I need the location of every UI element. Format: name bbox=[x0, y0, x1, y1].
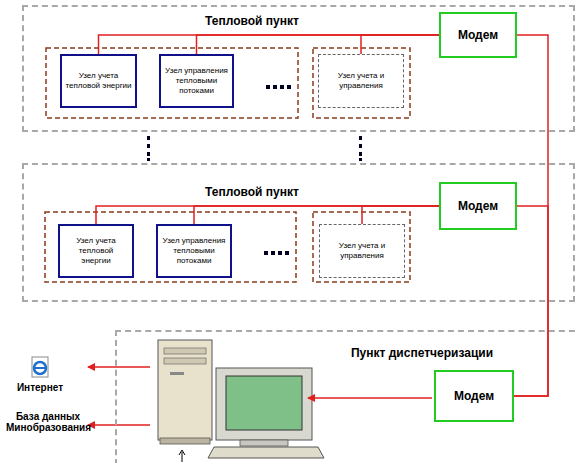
meter-box: Узел учета тепловой энергии bbox=[58, 224, 134, 278]
modem-box: Модем bbox=[439, 182, 517, 230]
link-line bbox=[99, 35, 440, 54]
group-frame bbox=[46, 48, 298, 118]
group-frame bbox=[45, 212, 296, 282]
link-line bbox=[514, 35, 548, 396]
box-label: Узел управления тепловыми потоками bbox=[158, 236, 230, 266]
link-line bbox=[514, 206, 548, 396]
link-line bbox=[361, 35, 439, 54]
internet-icon bbox=[32, 357, 48, 377]
meter-box: Узел учета тепловой энергии bbox=[60, 54, 137, 108]
box-label: Модем bbox=[454, 389, 494, 403]
station-group: Тепловой пунктУзел учета тепловой энерги… bbox=[22, 5, 575, 132]
box-label: Узел учета и управления bbox=[319, 71, 403, 91]
modem-box: Модем bbox=[439, 12, 517, 58]
meter-control-box: Узел учета и управления bbox=[319, 224, 405, 278]
group-title: Тепловой пункт bbox=[152, 14, 352, 28]
output-arrow bbox=[88, 366, 150, 368]
link-line bbox=[362, 206, 439, 224]
station-group: Тепловой пунктУзел учета тепловой энерги… bbox=[22, 163, 575, 302]
modem-box: Модем bbox=[434, 370, 514, 422]
pointer-arrow bbox=[182, 452, 183, 462]
side-label: Интернет bbox=[8, 382, 72, 393]
computer-icon bbox=[158, 340, 324, 462]
box-label: Модем bbox=[458, 199, 498, 213]
control-box: Узел управления тепловыми потоками bbox=[159, 54, 234, 108]
dispatch-group: Пункт диспетчеризацииМодем bbox=[115, 330, 576, 463]
group-frame bbox=[313, 212, 410, 282]
ellipsis-dots bbox=[147, 136, 362, 161]
ellipsis-dots bbox=[264, 85, 291, 255]
box-label: Узел управления тепловыми потоками bbox=[161, 66, 232, 96]
data-arrow bbox=[308, 397, 432, 399]
control-box: Узел управления тепловыми потоками bbox=[156, 224, 232, 278]
link-line bbox=[96, 206, 439, 224]
box-label: Узел учета тепловой энергии bbox=[62, 71, 135, 91]
group-frame bbox=[313, 48, 410, 118]
meter-control-box: Узел учета и управления bbox=[318, 54, 404, 108]
box-label: Узел учета тепловой энергии bbox=[60, 236, 132, 266]
box-label: Модем bbox=[458, 28, 498, 42]
group-title: Пункт диспетчеризации bbox=[322, 346, 522, 360]
box-label: Узел учета и управления bbox=[320, 241, 404, 261]
output-arrow bbox=[88, 424, 150, 426]
link-line bbox=[197, 35, 440, 54]
side-label: База данных Минобразования bbox=[6, 411, 90, 433]
group-title: Тепловой пункт bbox=[152, 185, 352, 199]
link-line bbox=[194, 206, 439, 224]
